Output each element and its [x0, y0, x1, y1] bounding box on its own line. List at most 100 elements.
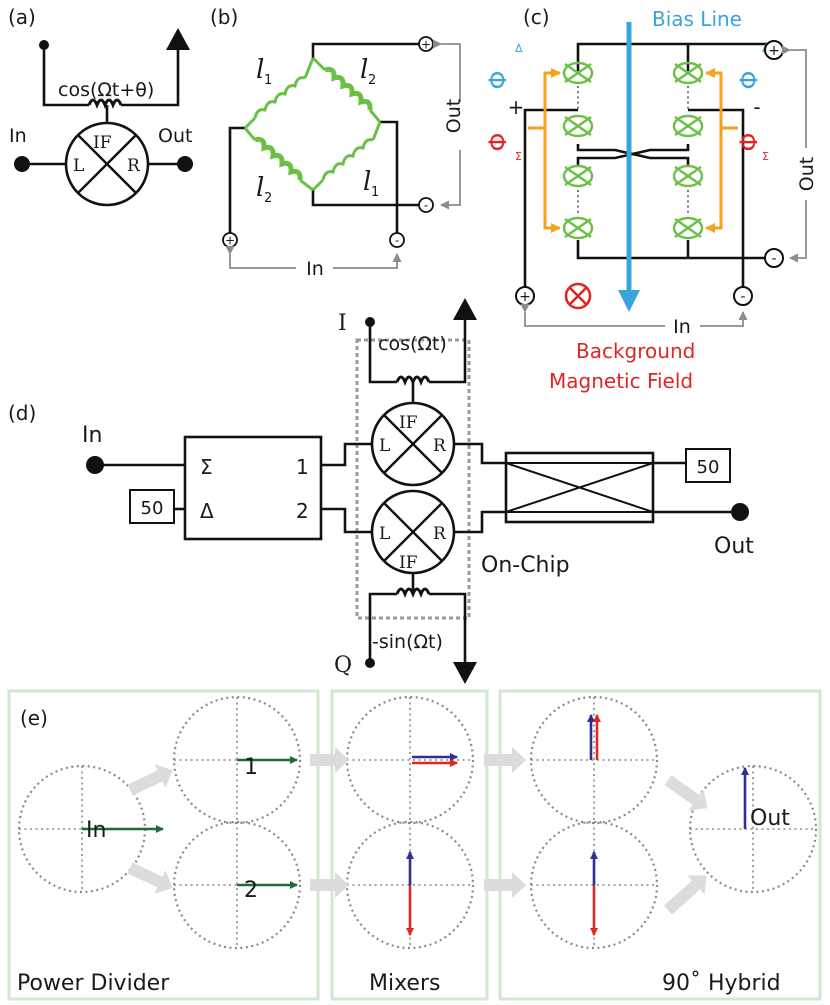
c-right-in-wire — [688, 108, 745, 295]
svg-text:Φ: Φ — [484, 71, 512, 90]
phasor-circle-h1 — [529, 695, 659, 825]
b-in-minus-terminal — [389, 232, 405, 248]
termination-50-right-label: 50 — [697, 457, 720, 478]
phasor-circle-p2 — [172, 820, 302, 950]
power-divider-label: Power Divider — [17, 971, 170, 996]
phasor-circle-out — [688, 764, 818, 894]
mixer-r-label: R — [127, 156, 141, 176]
c-in-minus-sign: - — [740, 289, 745, 305]
panel-d: (d) On-Chip I cos(Ωt) Q -sin(Ωt) IF L R … — [8, 298, 754, 684]
c-left-in-wire — [523, 108, 578, 295]
phasor-circle-p1 — [172, 695, 302, 825]
q-port-label: Q — [334, 653, 352, 678]
flow-arrow-shaft-1 — [127, 862, 163, 888]
port1-label: 1 — [296, 455, 309, 479]
delta-port-label: Δ — [200, 499, 214, 523]
lo-label: cos(Ωt+θ) — [58, 79, 154, 101]
mixer-i: IF L R — [370, 401, 456, 487]
squid-array — [562, 61, 704, 240]
inductor-l2-top — [324, 66, 373, 111]
panel-b: (b) l 1 l 2 l 2 l 1 + - + - Out In — [210, 5, 465, 280]
phasor-diagrams — [17, 695, 818, 950]
bias-arrow-icon — [618, 290, 640, 312]
svg-text:Φ: Φ — [735, 133, 763, 152]
squid-left-2 — [562, 114, 594, 138]
flux-minus-sign: - — [753, 95, 760, 119]
c-bottom-wire — [576, 240, 774, 260]
c-out-label: Out — [796, 157, 818, 191]
flow-arrow-icon-5 — [512, 872, 526, 898]
rf-out-terminal — [177, 156, 193, 172]
cos-label: cos(Ωt) — [378, 333, 447, 355]
phasor-2-label: 2 — [244, 878, 258, 903]
l2-bottom-label: l — [256, 173, 264, 203]
flux-line-left — [543, 71, 560, 230]
flow-arrow-shaft-6 — [664, 775, 700, 805]
flow-arrow-shaft-7 — [664, 880, 700, 915]
l1-bottom-sub: 1 — [371, 185, 379, 200]
mixer-i-if-label: IF — [399, 413, 418, 433]
l1-top-label: l — [256, 55, 264, 85]
phi-sigma-right: Φ — [735, 133, 763, 152]
i-lo-wire-left — [368, 322, 397, 384]
l2-top-sub: 2 — [368, 73, 376, 88]
port1-wire — [321, 442, 372, 467]
b-in-bracket-right — [333, 253, 402, 269]
squid-left-4 — [562, 216, 594, 240]
out-label-a: Out — [158, 125, 192, 147]
flux-line-right — [706, 71, 723, 230]
b-out-plus-sign: + — [421, 38, 431, 52]
c-in-label: In — [673, 316, 691, 338]
mixer-i-out-wire — [454, 442, 506, 465]
squid-right-4 — [672, 216, 704, 240]
b-in-label: In — [306, 258, 324, 280]
panel-b-label: (b) — [210, 5, 238, 29]
flow-arrow-icon-7 — [687, 875, 707, 895]
b-out-minus-sign: - — [424, 199, 428, 213]
flux-plus-sign: + — [508, 95, 525, 119]
squid-left-1 — [562, 61, 594, 85]
rf-in-terminal — [14, 156, 30, 172]
l1-bottom-label: l — [363, 167, 371, 197]
phasor-circle-m2 — [345, 820, 475, 950]
mixer-q-r-label: R — [433, 524, 447, 544]
flow-arrow-shaft-0 — [127, 770, 163, 796]
sigma-port-label: Σ — [200, 455, 213, 479]
l1-top-sub: 1 — [264, 73, 272, 88]
b-in-minus-sign: - — [395, 234, 399, 248]
c-in-bracket-left — [520, 304, 665, 327]
phasor-1-label: 1 — [244, 755, 258, 780]
flow-arrow-icon-6 — [688, 789, 708, 811]
background-field-label-1: Background — [576, 339, 695, 363]
squid-right-2 — [672, 114, 704, 138]
lo-inductor — [87, 98, 123, 110]
flow-arrow-icon-1 — [154, 870, 173, 894]
phi-sigma-left: Φ — [484, 133, 512, 152]
mixer-q-out-wire — [454, 510, 506, 534]
magnetic-field-into-page-icon — [564, 282, 592, 310]
background-field-label-2: Magnetic Field — [549, 369, 693, 393]
phasor-in-label: In — [86, 818, 106, 843]
i-lo-inductor — [395, 375, 431, 387]
b-out-label: Out — [443, 99, 465, 133]
inductor-l1-top — [253, 76, 306, 119]
mixer-q-l-label: L — [379, 524, 390, 544]
panel-e-label: (e) — [20, 706, 48, 730]
power-divider-box — [183, 435, 323, 541]
phasor-circle-h2 — [529, 820, 659, 950]
phasor-out-label: Out — [750, 806, 790, 831]
panel-c: (c) Bias Line Φ Δ + Φ Σ Φ Δ — [484, 5, 818, 393]
c-in-bracket-right — [700, 311, 748, 327]
panel-a-label: (a) — [8, 5, 36, 29]
inductor-l2-bottom — [254, 136, 303, 181]
c-out-bracket-top — [782, 45, 807, 148]
port2-wire — [321, 507, 372, 534]
q-lo-wire-left — [368, 592, 397, 663]
phasor-circle-m1 — [345, 695, 475, 825]
hybrid-panel — [498, 689, 822, 1001]
b-in-bracket-left — [225, 246, 296, 269]
b-mid-wire — [311, 190, 422, 207]
phi-delta-right: Φ — [735, 71, 763, 90]
phi-sigma-right-sub: Σ — [762, 150, 769, 163]
